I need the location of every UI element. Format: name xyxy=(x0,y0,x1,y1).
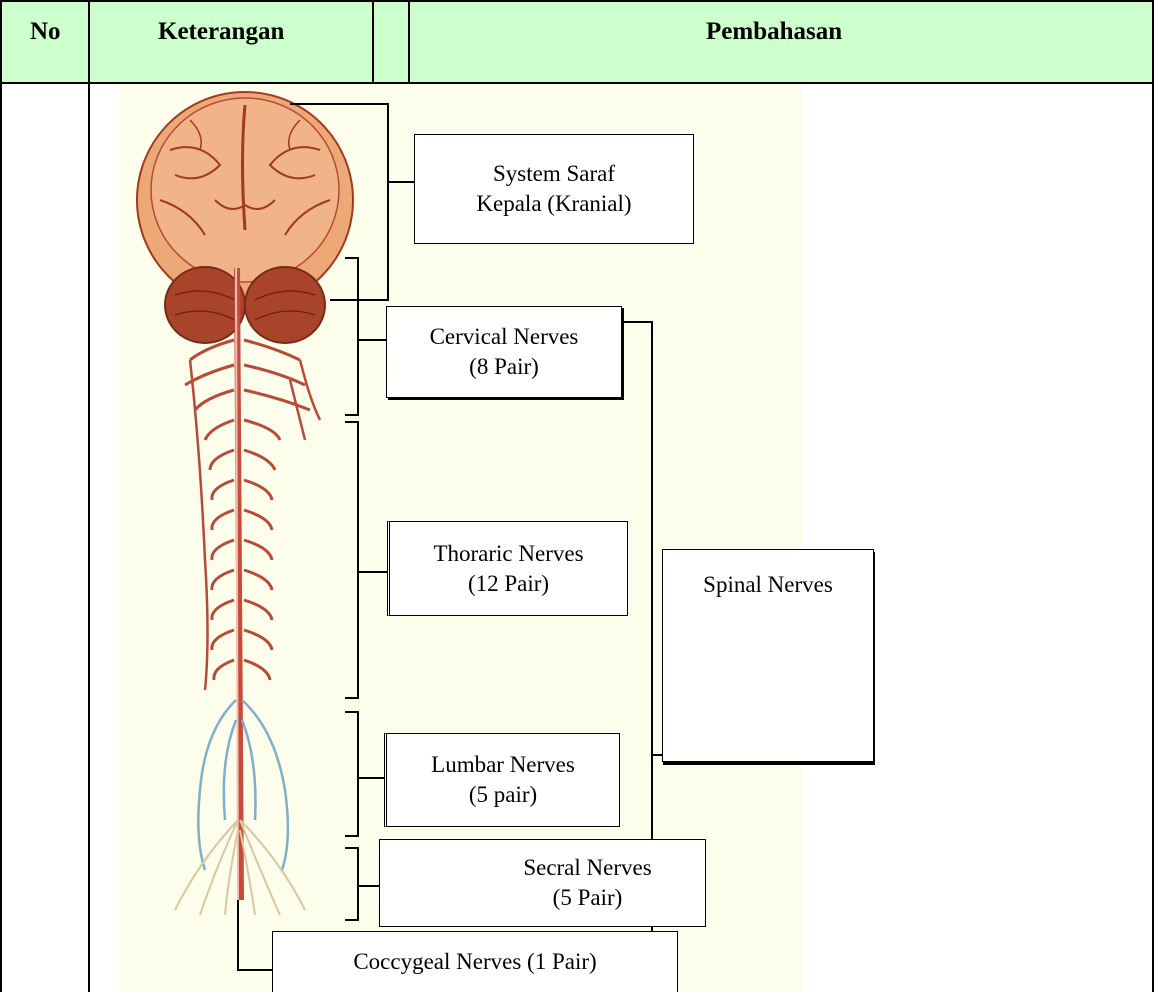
sacral-bracket xyxy=(345,848,358,920)
spinal-cord-illustration xyxy=(175,268,320,915)
label-thoracic: Thoraric Nerves (12 Pair) xyxy=(387,521,628,616)
label-spinal: Spinal Nerves xyxy=(662,549,874,762)
thoracic-bracket xyxy=(345,422,358,698)
label-sacral-text: Secral Nerves (5 Pair) xyxy=(523,853,651,913)
label-kranial-text: System Saraf Kepala (Kranial) xyxy=(476,159,631,219)
label-cervical: Cervical Nerves (8 Pair) xyxy=(386,306,622,398)
label-coccygeal: Coccygeal Nerves (1 Pair) xyxy=(272,931,678,992)
label-cervical-text: Cervical Nerves (8 Pair) xyxy=(430,322,579,382)
label-lumbar: Lumbar Nerves (5 pair) xyxy=(384,733,620,827)
label-sacral: Secral Nerves (5 Pair) xyxy=(379,839,706,927)
cervical-bracket xyxy=(345,258,358,415)
label-thoracic-text: Thoraric Nerves (12 Pair) xyxy=(433,539,583,599)
label-kranial: System Saraf Kepala (Kranial) xyxy=(414,134,694,244)
brain-illustration xyxy=(137,92,353,343)
label-spinal-text: Spinal Nerves xyxy=(703,570,833,600)
lumbar-bracket xyxy=(345,712,358,836)
label-lumbar-text: Lumbar Nerves (5 pair) xyxy=(431,750,575,810)
label-coccygeal-text: Coccygeal Nerves (1 Pair) xyxy=(353,947,596,977)
